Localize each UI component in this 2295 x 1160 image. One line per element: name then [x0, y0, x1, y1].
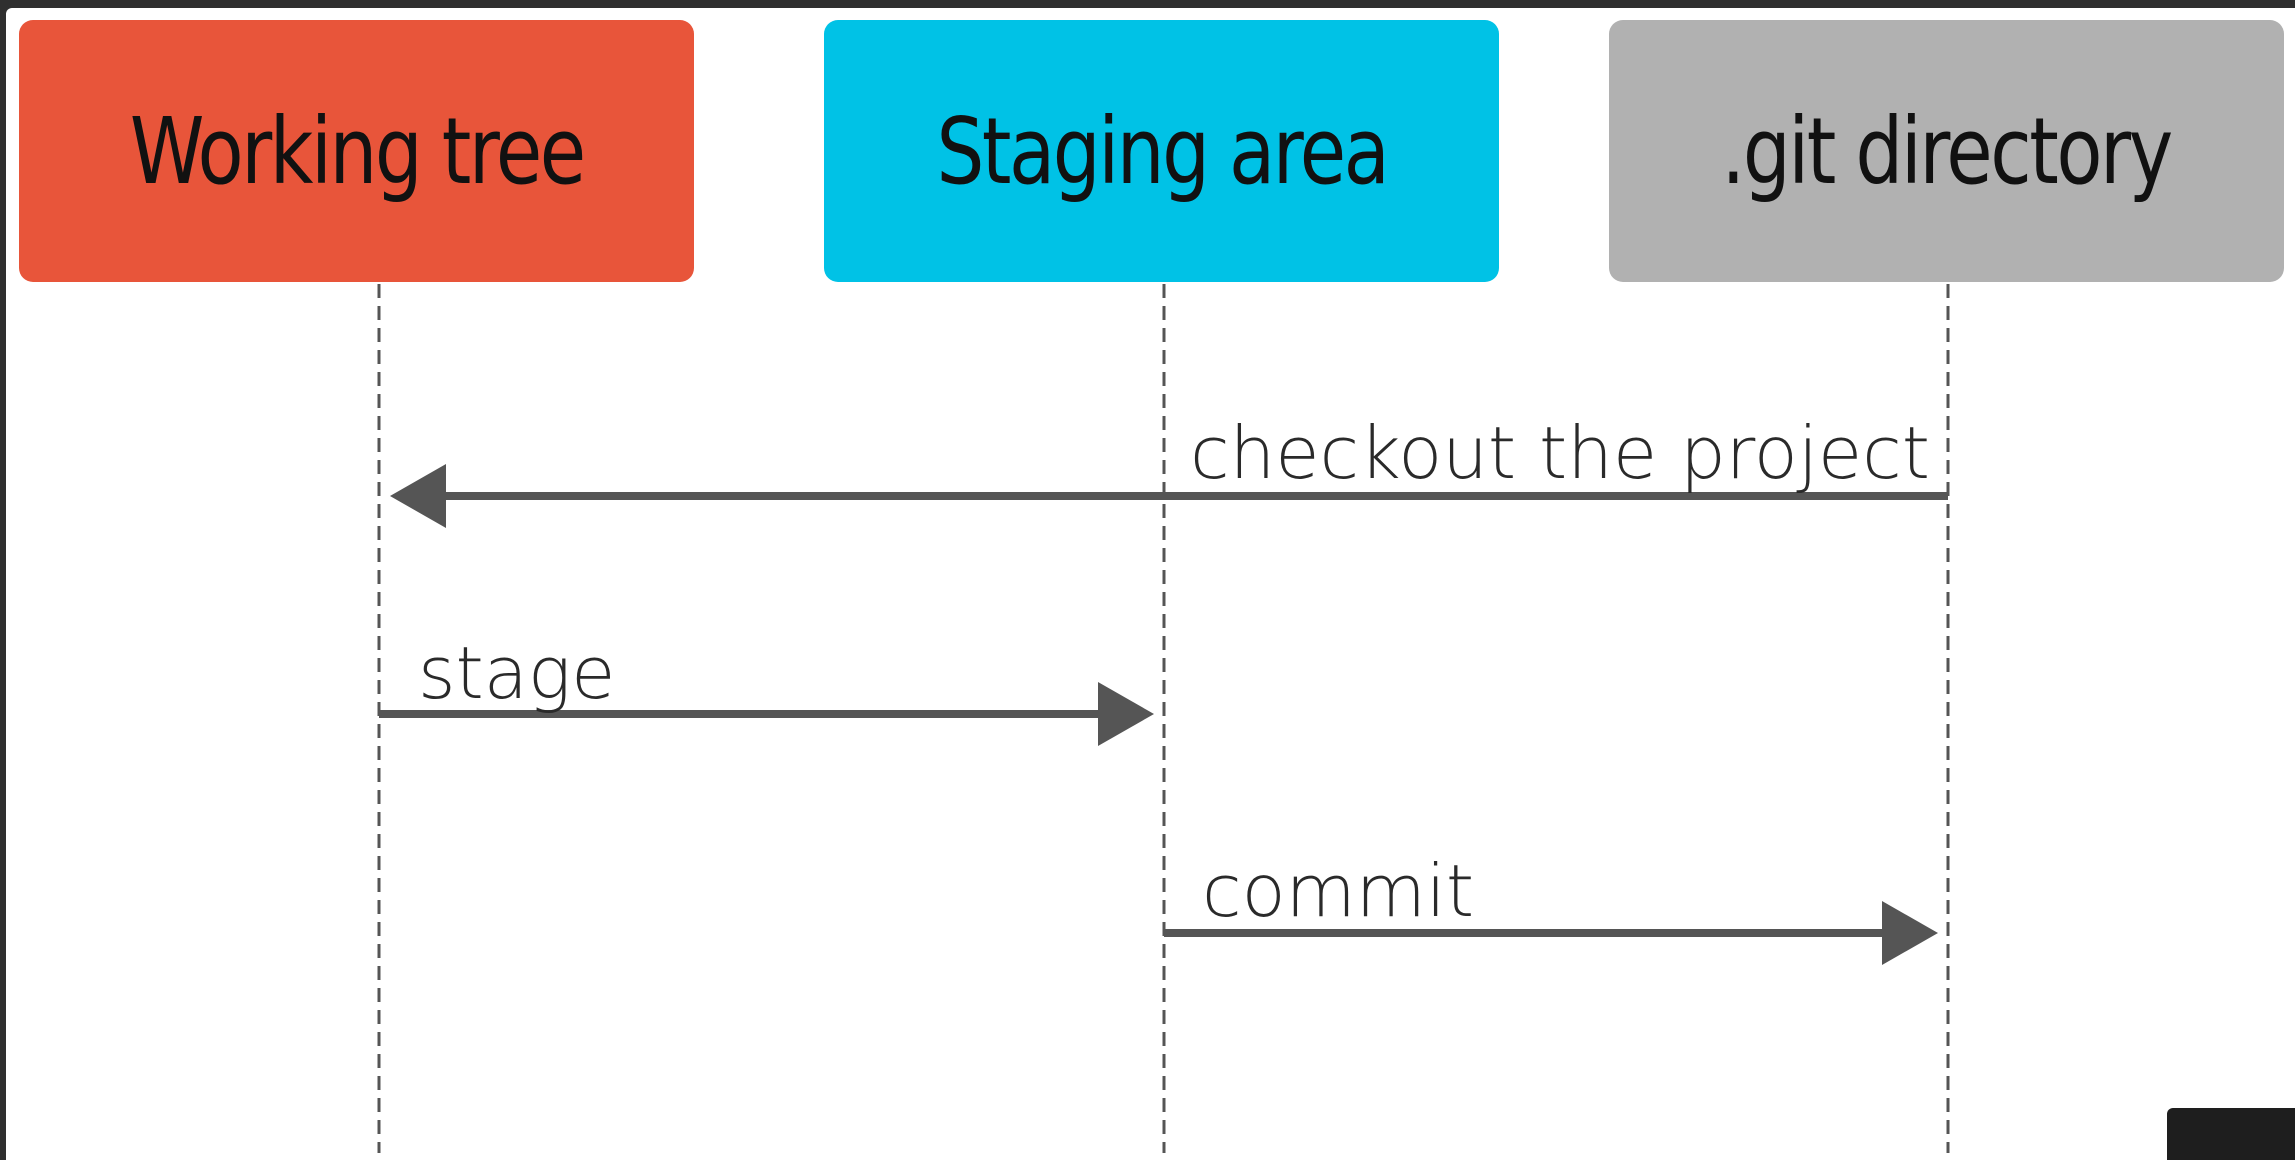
actor-working-tree: Working tree [19, 20, 694, 282]
video-thumbnail-overlay [2167, 1108, 2295, 1160]
actor-staging-area: Staging area [824, 20, 1499, 282]
actor-label-working-tree: Working tree [129, 97, 586, 205]
actor-git-directory: .git directory [1609, 20, 2284, 282]
actor-label-git-directory: .git directory [1721, 97, 2174, 205]
message-label-stage: stage [418, 631, 615, 715]
diagram-slide: Working tree Staging area .git directory… [6, 8, 2295, 1160]
message-label-checkout: checkout the project [1190, 411, 1930, 495]
actor-label-staging-area: Staging area [936, 97, 1389, 205]
message-label-commit: commit [1202, 849, 1474, 933]
sequence-diagram: checkout the project stage commit [377, 284, 1950, 1153]
